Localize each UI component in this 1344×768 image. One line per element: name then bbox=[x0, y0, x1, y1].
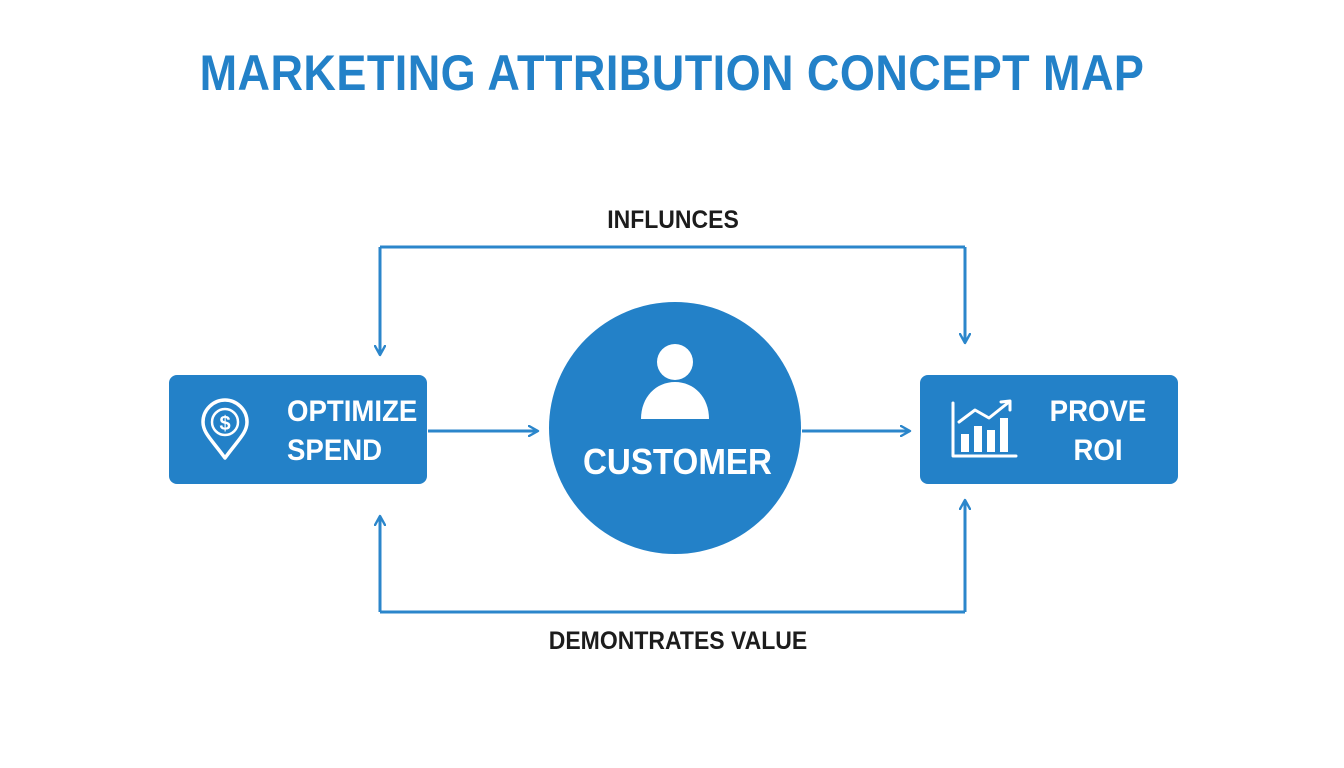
dollar-location-pin-icon: $ bbox=[201, 398, 249, 460]
prove-roi-label: PROVE ROI bbox=[1043, 392, 1153, 470]
demonstrates-value-label: DEMONTRATES VALUE bbox=[548, 627, 808, 655]
prove-roi-line-1: PROVE bbox=[1049, 395, 1147, 428]
bar-chart-trend-icon bbox=[951, 399, 1018, 458]
optimize-spend-label: OPTIMIZE SPEND bbox=[287, 392, 417, 470]
svg-text:$: $ bbox=[219, 413, 230, 435]
person-icon bbox=[641, 344, 709, 419]
influences-label: INFLUNCES bbox=[607, 206, 739, 234]
optimize-spend-line-1: OPTIMIZE bbox=[287, 395, 418, 428]
optimize-spend-line-2: SPEND bbox=[287, 434, 383, 467]
customer-node bbox=[549, 302, 801, 554]
prove-roi-line-2: ROI bbox=[1073, 434, 1123, 467]
page-title: MARKETING ATTRIBUTION CONCEPT MAP bbox=[199, 45, 1145, 101]
customer-label: CUSTOMER bbox=[583, 441, 772, 482]
